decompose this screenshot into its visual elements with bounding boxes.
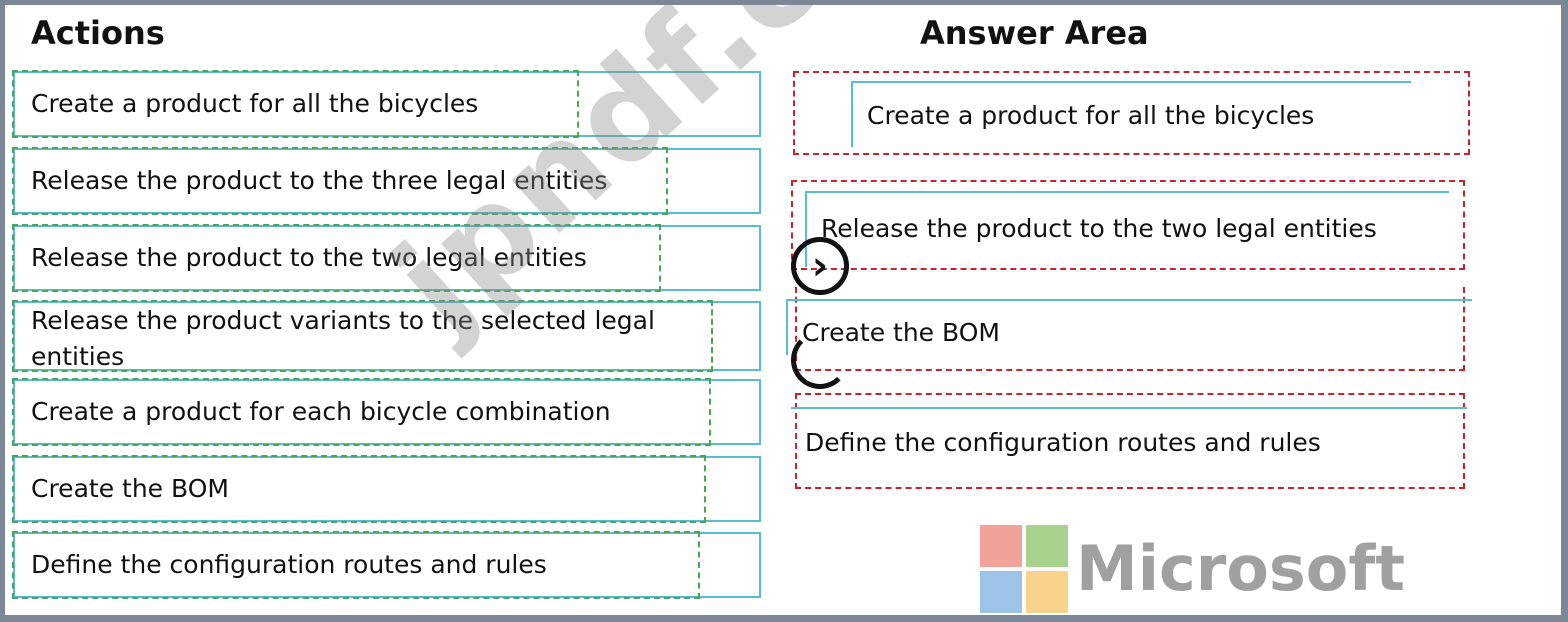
action-label: Create the BOM: [31, 474, 229, 503]
microsoft-logo: Microsoft: [980, 525, 1405, 613]
action-item[interactable]: Define the configuration routes and rule…: [12, 531, 761, 599]
microsoft-logo-squares: [980, 525, 1068, 613]
answer-label: Release the product to the two legal ent…: [821, 214, 1377, 243]
action-label: Define the configuration routes and rule…: [31, 550, 547, 579]
action-item[interactable]: Release the product to the two legal ent…: [12, 224, 761, 292]
logo-square-green: [1026, 525, 1068, 567]
action-item[interactable]: Create a product for each bicycle combin…: [12, 378, 761, 446]
logo-square-yellow: [1026, 571, 1068, 613]
answer-slot[interactable]: [795, 393, 1465, 489]
answer-label: Create a product for all the bicycles: [867, 101, 1315, 130]
action-label: Release the product to the two legal ent…: [31, 243, 587, 272]
drag-drop-panel: Actions Answer Area Create a product for…: [5, 5, 1561, 615]
answer-slot[interactable]: [795, 287, 1465, 371]
answer-item[interactable]: Create the BOM: [786, 299, 1472, 355]
answer-item[interactable]: Create a product for all the bicycles: [851, 81, 1411, 147]
microsoft-logo-text: Microsoft: [1076, 532, 1405, 605]
action-item[interactable]: Create a product for all the bicycles: [12, 70, 761, 138]
action-item[interactable]: Release the product to the three legal e…: [12, 147, 761, 215]
action-label: Release the product to the three legal e…: [31, 166, 608, 195]
action-label: Release the product variants to the sele…: [31, 306, 655, 371]
answer-label: Define the configuration routes and rule…: [805, 428, 1321, 457]
action-label: Create a product for all the bicycles: [31, 89, 479, 118]
action-item[interactable]: Release the product variants to the sele…: [12, 300, 761, 372]
answer-area-heading: Answer Area: [920, 14, 1149, 52]
answer-item[interactable]: Define the configuration routes and rule…: [791, 407, 1467, 481]
logo-square-red: [980, 525, 1022, 567]
move-down-icon[interactable]: [791, 331, 849, 389]
action-item[interactable]: Create the BOM: [12, 455, 761, 523]
action-label: Create a product for each bicycle combin…: [31, 397, 611, 426]
logo-square-blue: [980, 571, 1022, 613]
actions-heading: Actions: [31, 14, 165, 52]
answer-slot[interactable]: [793, 71, 1470, 155]
move-up-icon[interactable]: ›: [791, 237, 849, 295]
answer-item[interactable]: Release the product to the two legal ent…: [805, 191, 1449, 267]
answer-slot[interactable]: [791, 180, 1465, 270]
